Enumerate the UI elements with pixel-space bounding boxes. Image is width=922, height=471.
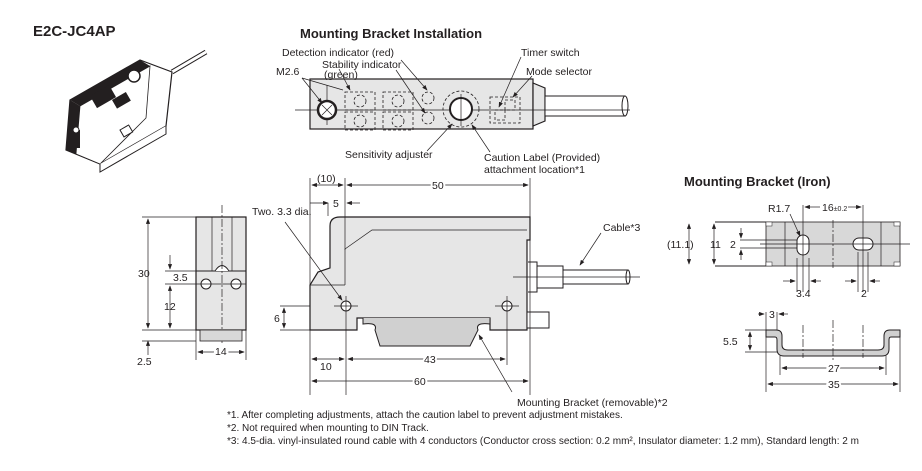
sensitivity-adjuster-label: Sensitivity adjuster bbox=[345, 149, 433, 161]
dim-total-length-60: 60 bbox=[414, 376, 426, 388]
screw-label: M2.6 bbox=[276, 66, 300, 78]
dim-left-ref-10: (10) bbox=[317, 173, 336, 185]
dim-hole-height-6: 6 bbox=[274, 313, 280, 325]
installation-top-view bbox=[295, 56, 630, 153]
dim-hole-height-12: 12 bbox=[164, 301, 176, 313]
dim-pitch-16: 16±0.2 bbox=[822, 202, 847, 214]
cable-label: Cable*3 bbox=[603, 222, 641, 234]
dim-height-30: 30 bbox=[138, 268, 150, 280]
dim-pitch-value: 16 bbox=[822, 202, 834, 214]
dim-pitch-tolerance: ±0.2 bbox=[834, 206, 848, 213]
bracket-iron-title: Mounting Bracket (Iron) bbox=[684, 174, 831, 189]
bracket-iron-side-view bbox=[745, 311, 901, 392]
side-view bbox=[142, 205, 247, 360]
caution-label-location: attachment location*1 bbox=[484, 164, 585, 176]
bracket-label: Mounting Bracket (removable)*2 bbox=[517, 397, 668, 409]
footnote-3: *3: 4.5-dia. vinyl-insulated round cable… bbox=[227, 436, 859, 447]
caution-label-label: Caution Label (Provided) bbox=[484, 152, 600, 164]
dim-slot-length-2: 2 bbox=[861, 288, 867, 300]
dim-offset-3-5: 3.5 bbox=[173, 272, 188, 284]
dim-slot-length-3-4: 3.4 bbox=[796, 288, 811, 300]
front-view bbox=[280, 178, 640, 395]
footnote-1: *1. After completing adjustments, attach… bbox=[227, 410, 623, 421]
dim-radius-r1-7: R1.7 bbox=[768, 203, 790, 215]
dim-flange-3: 3 bbox=[769, 309, 775, 321]
stability-indicator-color-label: (green) bbox=[324, 69, 358, 81]
detection-indicator-label: Detection indicator (red) bbox=[282, 47, 394, 59]
dim-width-14: 14 bbox=[215, 346, 227, 358]
dim-hole-pitch-43: 43 bbox=[424, 354, 436, 366]
mode-selector-label: Mode selector bbox=[526, 66, 592, 78]
holes-label: Two. 3.3 dia. bbox=[252, 206, 312, 218]
dim-height-11: 11 bbox=[710, 239, 721, 251]
model-name: E2C-JC4AP bbox=[33, 23, 116, 40]
product-illustration bbox=[65, 49, 208, 173]
dim-step-5: 5 bbox=[333, 198, 339, 210]
dim-outer-35: 35 bbox=[828, 379, 840, 391]
dim-ref-height-11-1: (11.1) bbox=[667, 239, 694, 251]
dim-hole-offset-10: 10 bbox=[320, 361, 332, 373]
timer-switch-label: Timer switch bbox=[521, 47, 580, 59]
installation-title: Mounting Bracket Installation bbox=[300, 26, 482, 41]
dim-top-length-50: 50 bbox=[432, 180, 444, 192]
stability-indicator-label: Stability indicator bbox=[322, 59, 402, 71]
dim-depth-5-5: 5.5 bbox=[723, 336, 738, 348]
footnote-2: *2. Not required when mounting to DIN Tr… bbox=[227, 423, 429, 434]
dim-base-2-5: 2.5 bbox=[137, 356, 152, 368]
dim-slot-width-2: 2 bbox=[730, 239, 736, 251]
bracket-iron-top-view bbox=[686, 204, 910, 292]
dim-inner-27: 27 bbox=[828, 363, 840, 375]
